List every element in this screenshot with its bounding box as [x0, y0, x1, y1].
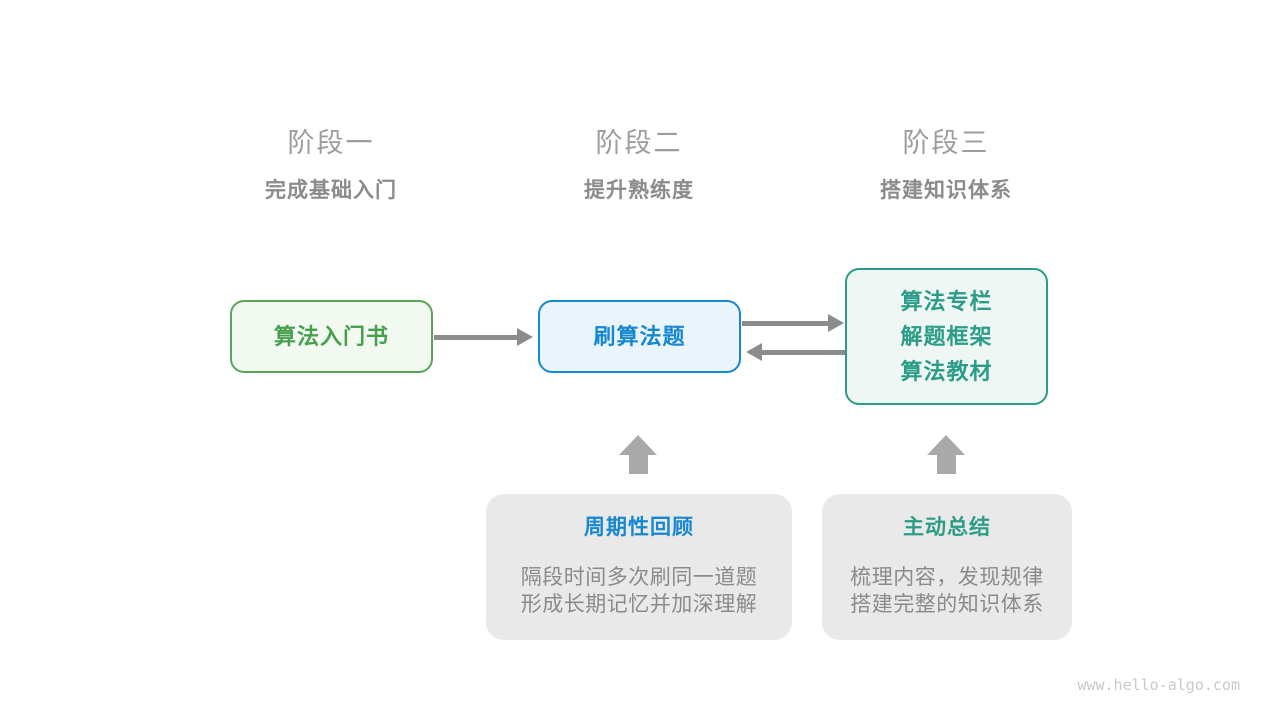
stage-1-label: 阶段一 [287, 128, 375, 158]
node-resources-line-2: 解题框架 [900, 324, 993, 349]
note-active-summary-body: 梳理内容，发现规律 搭建完整的知识体系 [822, 564, 1072, 618]
note-periodic-review: 周期性回顾 隔段时间多次刷同一道题 形成长期记忆并加深理解 [486, 494, 792, 640]
node-intro-book: 算法入门书 [230, 300, 433, 373]
up-arrow-summary-stem [937, 455, 956, 474]
stage-1-sublabel: 完成基础入门 [265, 179, 397, 202]
stage-1-header: 阶段一 完成基础入门 [181, 126, 481, 204]
note-active-summary: 主动总结 梳理内容，发现规律 搭建完整的知识体系 [822, 494, 1072, 640]
arrow-practice-to-resources-shaft [742, 321, 828, 326]
arrow-intro-to-practice-head-icon [517, 328, 533, 346]
note-periodic-review-line-1: 隔段时间多次刷同一道题 [520, 566, 758, 589]
note-active-summary-title: 主动总结 [903, 516, 991, 539]
note-active-summary-line-1: 梳理内容，发现规律 [850, 566, 1044, 589]
node-resources-line-1: 算法专栏 [900, 289, 993, 314]
stage-2-header: 阶段二 提升熟练度 [489, 126, 789, 204]
node-resources: 算法专栏 解题框架 算法教材 [845, 268, 1048, 405]
note-periodic-review-body: 隔段时间多次刷同一道题 形成长期记忆并加深理解 [486, 564, 792, 618]
node-resources-line-3: 算法教材 [900, 359, 993, 384]
node-practice: 刷算法题 [538, 300, 741, 373]
arrow-resources-to-practice-shaft [762, 350, 845, 355]
stage-3-sublabel: 搭建知识体系 [880, 179, 1012, 202]
watermark-url: www.hello-algo.com [1077, 676, 1240, 694]
stage-3-header: 阶段三 搭建知识体系 [796, 126, 1096, 204]
arrow-intro-to-practice-shaft [434, 335, 519, 340]
arrow-practice-to-resources-head-icon [828, 314, 844, 332]
node-practice-label: 刷算法题 [593, 324, 686, 349]
up-arrow-review-icon [619, 435, 657, 455]
note-active-summary-line-2: 搭建完整的知识体系 [850, 593, 1044, 616]
node-intro-book-label: 算法入门书 [273, 324, 389, 349]
arrow-resources-to-practice-head-icon [746, 343, 762, 361]
up-arrow-review-stem [629, 455, 648, 474]
stage-2-sublabel: 提升熟练度 [584, 179, 694, 202]
note-periodic-review-title: 周期性回顾 [584, 516, 694, 539]
stage-3-label: 阶段三 [902, 128, 990, 158]
up-arrow-summary-icon [927, 435, 965, 455]
stage-2-label: 阶段二 [595, 128, 683, 158]
note-periodic-review-line-2: 形成长期记忆并加深理解 [520, 593, 758, 616]
